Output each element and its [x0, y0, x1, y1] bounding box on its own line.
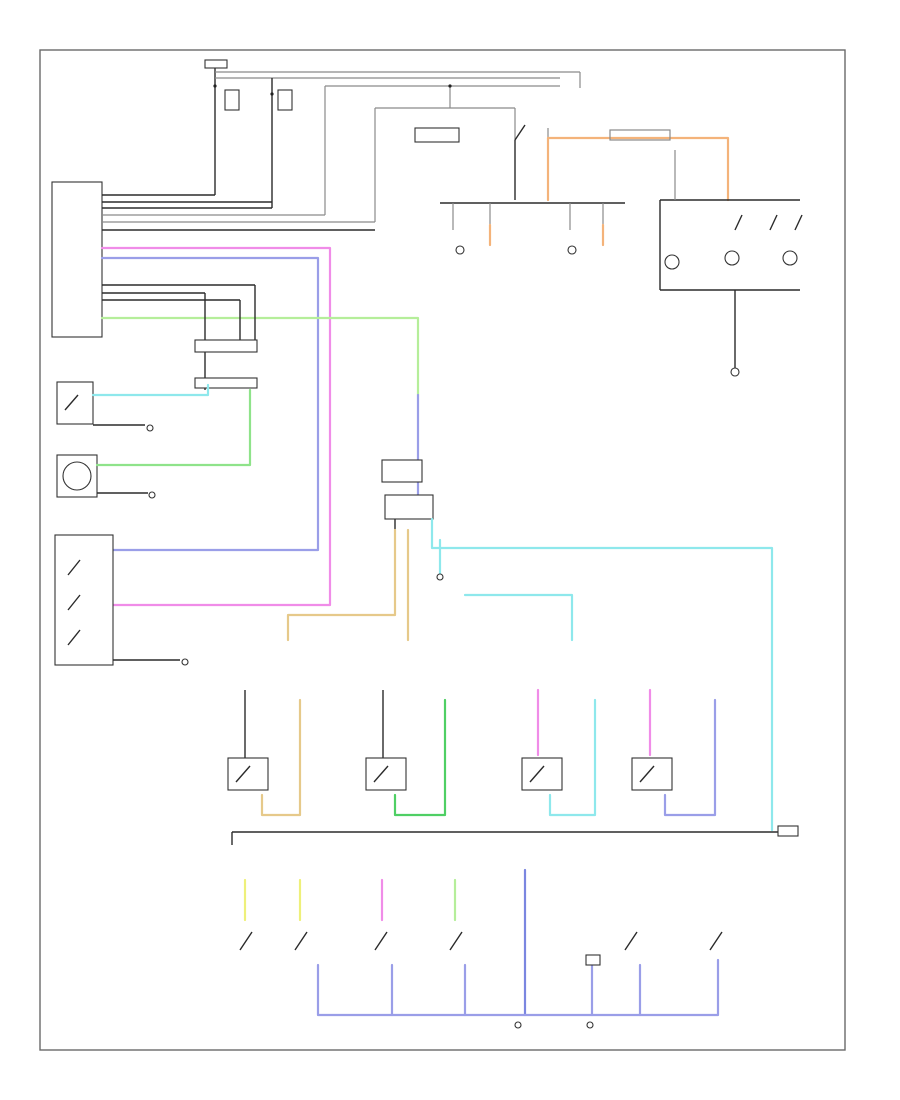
lamp-icon	[782, 250, 798, 266]
relay-connector	[194, 339, 258, 353]
switch-icon	[239, 931, 723, 951]
ground-icon	[586, 1021, 594, 1029]
switch-4	[631, 757, 673, 791]
left-module	[51, 181, 420, 607]
ground-icon	[455, 245, 465, 255]
lamp-icon	[724, 250, 740, 266]
door-lock-switch	[54, 534, 114, 666]
body-control-module	[51, 181, 103, 338]
switch-1	[227, 757, 269, 791]
switch-icon	[639, 765, 655, 783]
ground-icon	[146, 424, 154, 432]
switch-icon	[235, 765, 251, 783]
switch-3	[521, 757, 563, 791]
switch-icon	[529, 765, 545, 783]
ground-icon	[436, 573, 444, 581]
switch-icon	[67, 559, 81, 646]
lamp-icon	[664, 254, 680, 270]
lamp-block	[440, 150, 803, 377]
middle-switch-row	[227, 688, 717, 817]
fuse-1	[224, 89, 240, 111]
relay-connector	[194, 377, 258, 389]
connector-icon	[585, 954, 601, 966]
ground-icon	[148, 491, 156, 499]
diagram-frame	[39, 49, 846, 1051]
door-switch	[56, 381, 94, 425]
ignition-switch	[414, 127, 460, 143]
switch-icon	[64, 394, 79, 411]
switch-icon	[734, 214, 803, 231]
left-switches	[54, 381, 252, 666]
bottom-switch-row	[231, 825, 799, 1029]
ground-icon	[730, 367, 740, 377]
connector-icon	[777, 825, 799, 837]
splice-icon	[381, 459, 423, 483]
fuse-block-connector	[204, 59, 228, 69]
lamp-icon	[62, 461, 92, 491]
switch-icon	[514, 124, 526, 141]
cluster-connector	[609, 129, 671, 141]
switch-icon	[373, 765, 389, 783]
ground-icon	[567, 245, 577, 255]
ground-icon	[181, 658, 189, 666]
footer-code	[40, 1042, 70, 1048]
fuse-2	[277, 89, 293, 111]
splice-pack	[384, 494, 434, 520]
center-hub	[286, 393, 774, 832]
switch-2	[365, 757, 407, 791]
orange-circuit	[546, 129, 730, 202]
top-power-bus	[204, 59, 581, 222]
ground-icon	[514, 1021, 522, 1029]
